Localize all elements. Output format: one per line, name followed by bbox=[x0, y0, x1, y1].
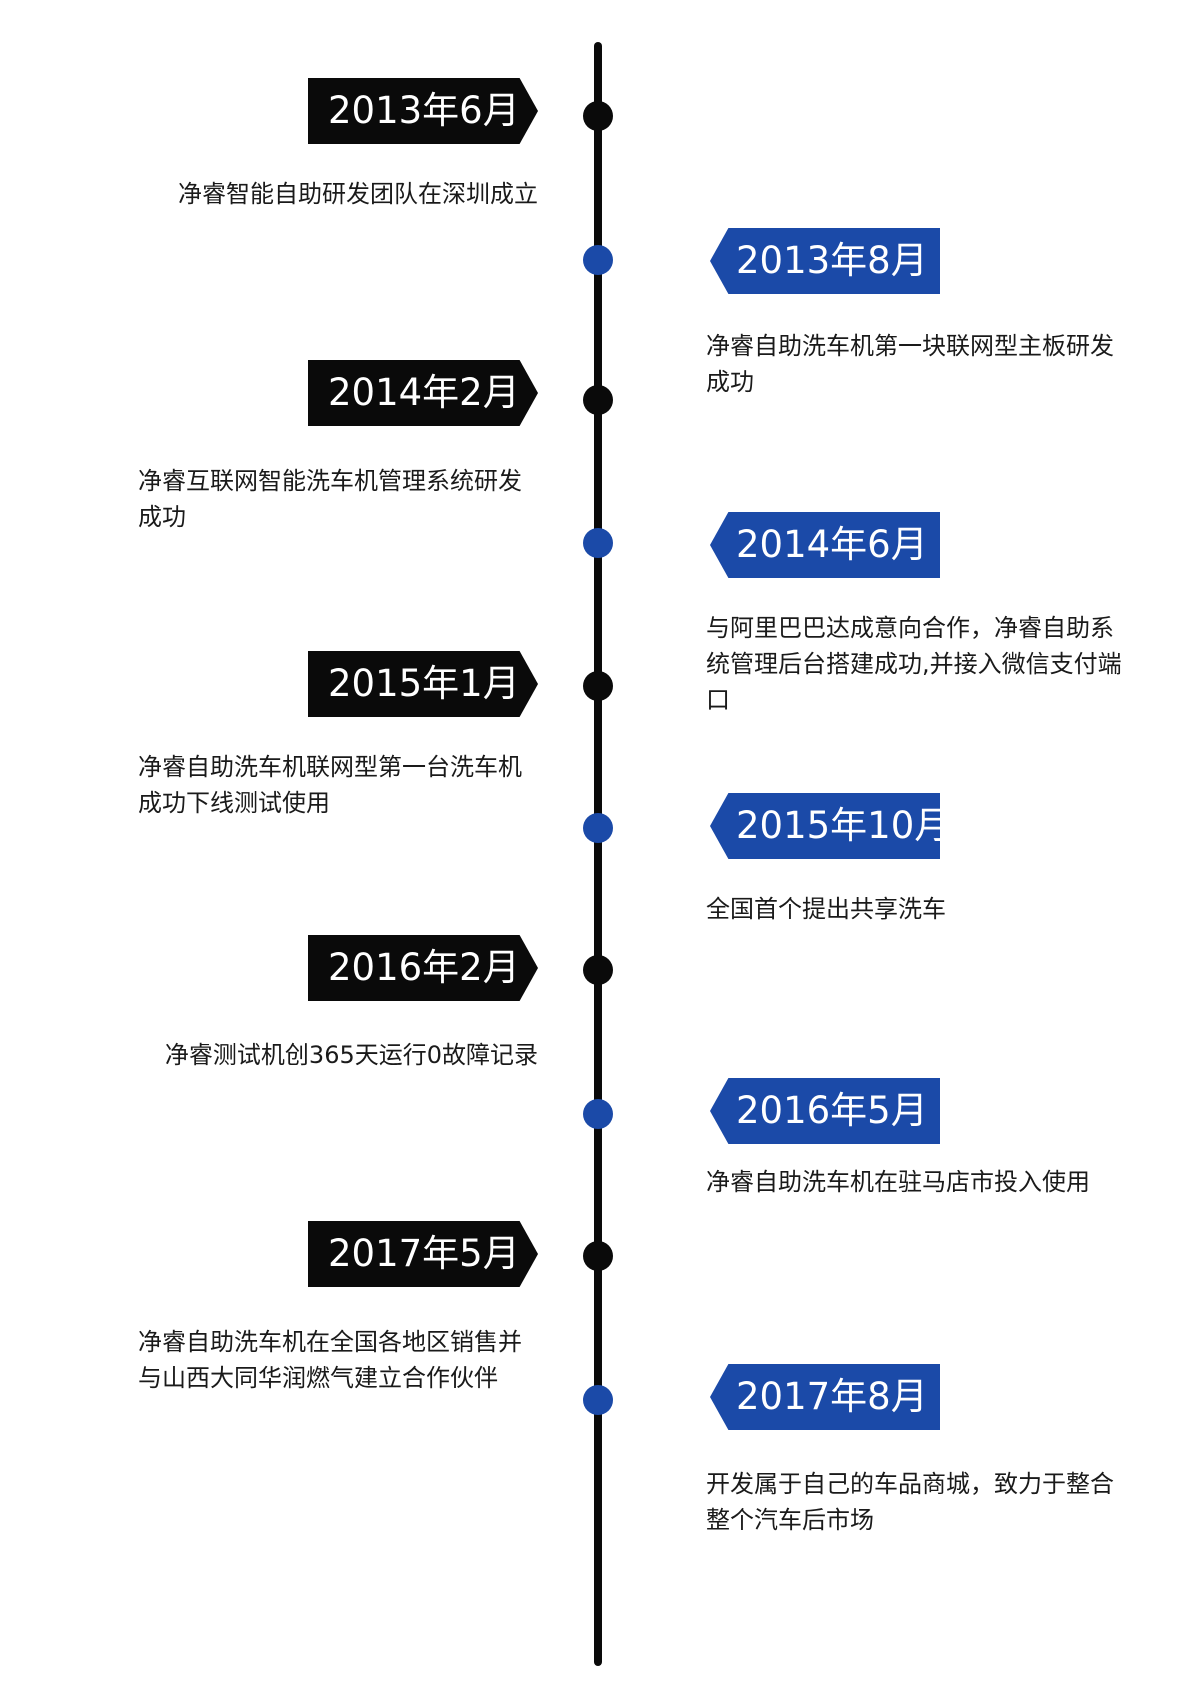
timeline-node bbox=[583, 671, 613, 701]
timeline-node bbox=[583, 101, 613, 131]
event-date-tag: 2016年5月 bbox=[710, 1078, 940, 1144]
timeline-node bbox=[583, 385, 613, 415]
event-description: 净睿互联网智能洗车机管理系统研发成功 bbox=[138, 467, 522, 531]
event-description: 与阿里巴巴达成意向合作，净睿自助系统管理后台搭建成功,并接入微信支付端口 bbox=[706, 614, 1122, 714]
event-date-tag: 2017年5月 bbox=[308, 1221, 538, 1287]
event-date-tag: 2013年6月 bbox=[308, 78, 538, 144]
event-date-tag: 2017年8月 bbox=[710, 1364, 940, 1430]
event-description: 净睿自助洗车机联网型第一台洗车机成功下线测试使用 bbox=[138, 753, 522, 817]
event-description: 开发属于自己的车品商城，致力于整合整个汽车后市场 bbox=[706, 1470, 1114, 1534]
timeline-node bbox=[583, 1385, 613, 1415]
timeline-node bbox=[583, 245, 613, 275]
event-date-tag: 2015年10月 bbox=[710, 793, 940, 859]
event-date-tag: 2014年6月 bbox=[710, 512, 940, 578]
event-description: 净睿自助洗车机在全国各地区销售并与山西大同华润燃气建立合作伙伴 bbox=[138, 1328, 522, 1392]
timeline-node bbox=[583, 528, 613, 558]
event-description: 净睿自助洗车机第一块联网型主板研发成功 bbox=[706, 332, 1114, 396]
event-date-tag: 2016年2月 bbox=[308, 935, 538, 1001]
event-date-tag: 2014年2月 bbox=[308, 360, 538, 426]
event-date-tag: 2013年8月 bbox=[710, 228, 940, 294]
timeline-axis bbox=[594, 42, 602, 1666]
timeline-node bbox=[583, 1099, 613, 1129]
event-description: 净睿自助洗车机在驻马店市投入使用 bbox=[706, 1168, 1090, 1196]
event-description: 净睿测试机创365天运行0故障记录 bbox=[164, 1041, 538, 1069]
timeline-node bbox=[583, 955, 613, 985]
event-date-tag: 2015年1月 bbox=[308, 651, 538, 717]
timeline-node bbox=[583, 813, 613, 843]
timeline-node bbox=[583, 1241, 613, 1271]
event-description: 净睿智能自助研发团队在深圳成立 bbox=[178, 180, 538, 208]
event-description: 全国首个提出共享洗车 bbox=[706, 895, 946, 923]
